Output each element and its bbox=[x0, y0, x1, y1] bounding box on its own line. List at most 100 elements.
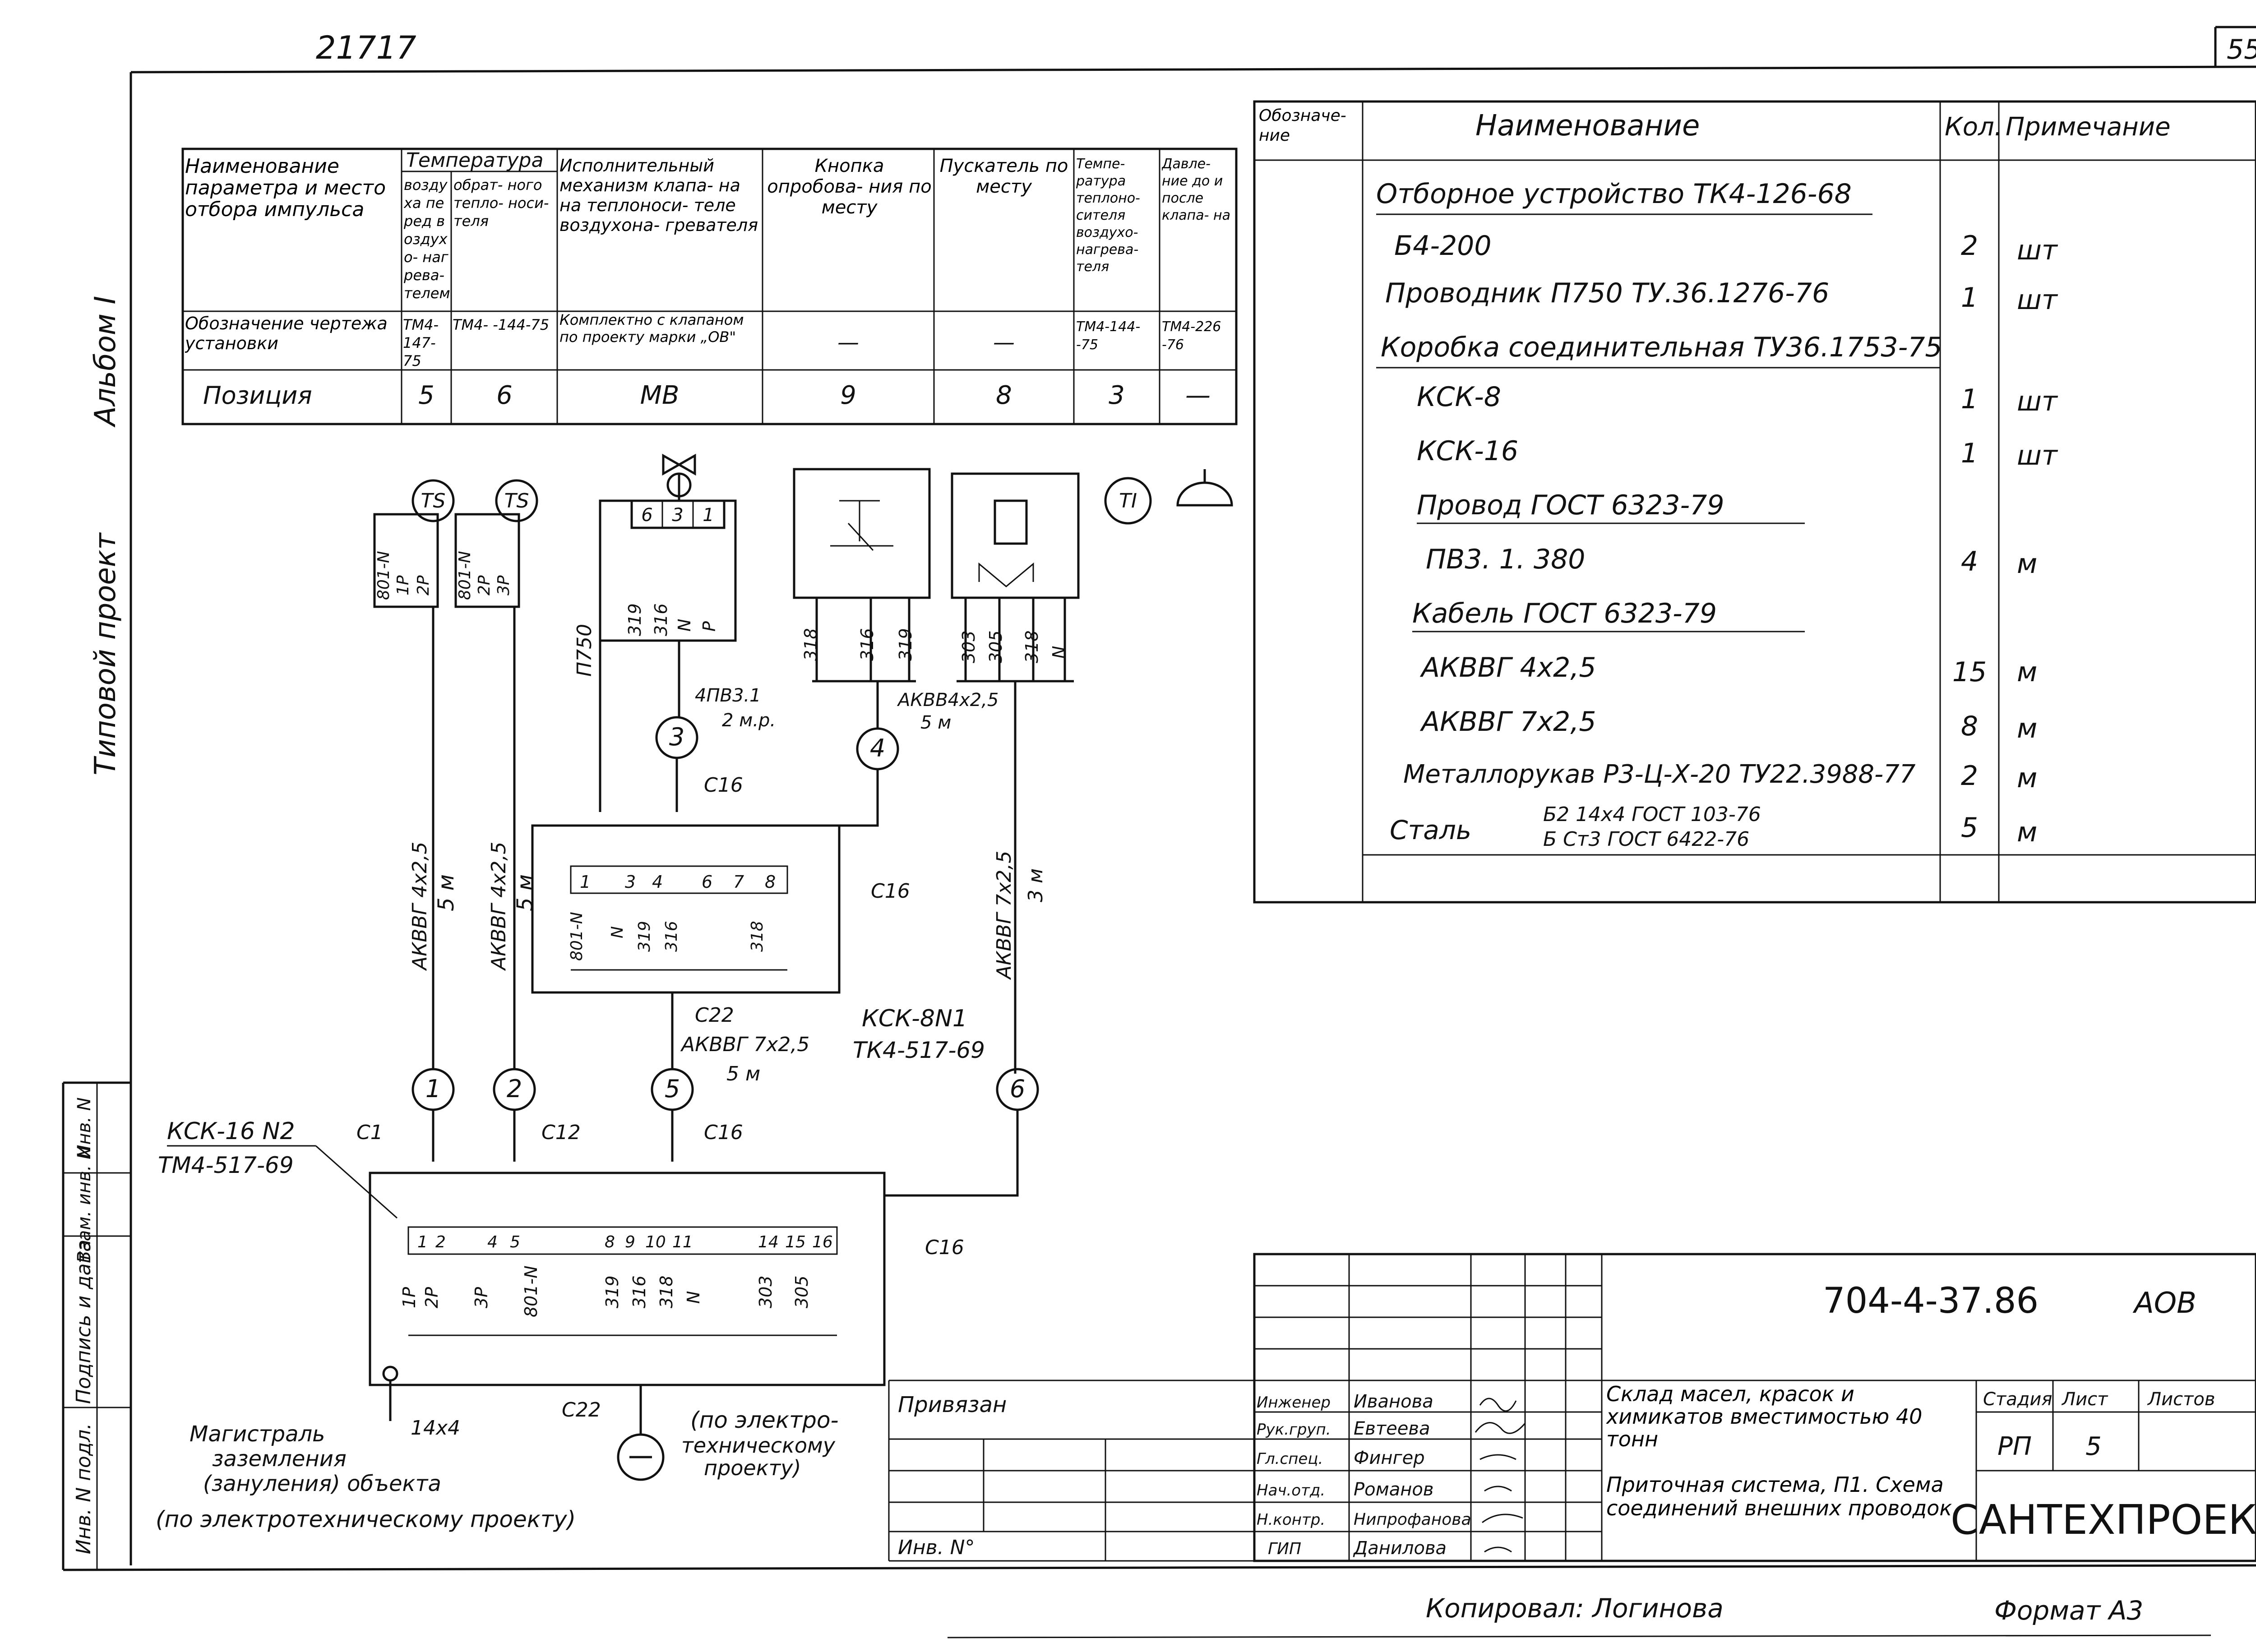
wire-label: N bbox=[608, 926, 627, 938]
terminal-label: 5 bbox=[510, 1233, 520, 1251]
spec-table bbox=[1253, 100, 2256, 904]
spec-row-qty: 1 bbox=[1961, 438, 1978, 469]
wire-label: 3Р bbox=[495, 575, 513, 595]
spec-row-name: ПВ3. 1. 380 bbox=[1426, 544, 1585, 575]
elec-project-3: проекту) bbox=[704, 1456, 801, 1480]
spec-header-name: Наименование bbox=[1475, 109, 1700, 143]
spec-header-designation: Обозначе- ние bbox=[1259, 106, 1346, 145]
cell-inv: Инв. N bbox=[74, 1098, 95, 1158]
wire-label: 3Р bbox=[472, 1287, 491, 1308]
sensor-1-terminal-box bbox=[373, 513, 439, 608]
wire-label: 318 bbox=[748, 921, 767, 952]
gland-c22-a: С22 bbox=[695, 1004, 734, 1027]
wire-label: 319 bbox=[602, 1275, 622, 1308]
side-label-album: Альбом I bbox=[89, 296, 122, 428]
wire-label: 801-N bbox=[521, 1265, 541, 1317]
ksk16-terminals: 1 2 4 5 8 9 10 11 14 15 16 bbox=[417, 1233, 833, 1251]
spec-row-name: АКВВГ 7х2,5 bbox=[1419, 706, 1596, 738]
cable-1-length: 5 м bbox=[434, 874, 459, 911]
cable-2-length: 5 м bbox=[513, 874, 538, 911]
signer-name: Евтеева bbox=[1354, 1418, 1430, 1439]
terminal-label: 4 bbox=[487, 1233, 498, 1251]
cable-5-label: АКВВГ 7х2,5 bbox=[680, 1033, 809, 1056]
signer-name: Романов bbox=[1354, 1479, 1433, 1500]
wire-label: 303 bbox=[756, 1275, 776, 1308]
sensor-label-ts2: TS bbox=[504, 489, 529, 512]
role-label: Рук.груп. bbox=[1257, 1421, 1331, 1439]
cell-drawing-4: — bbox=[837, 330, 859, 355]
spec-row-name: Б4-200 bbox=[1394, 230, 1492, 262]
terminal-label: 15 bbox=[785, 1233, 806, 1251]
terminal-label: 3 bbox=[625, 872, 636, 892]
terminal-label: 3 bbox=[672, 505, 683, 526]
wire-label: 305 bbox=[986, 630, 1006, 663]
spec-row-name: КСК-8 bbox=[1417, 381, 1501, 413]
wire-4pv-length: 2 м.р. bbox=[722, 710, 776, 731]
header-temperature: Температура bbox=[406, 149, 543, 172]
spec-row-qty: 4 bbox=[1961, 546, 1978, 577]
wire-4pv: 4ПВ3.1 bbox=[695, 685, 761, 706]
ksk16-terminal-strip bbox=[407, 1226, 838, 1255]
cell-drawing-2: ТМ4- -144-75 bbox=[453, 316, 550, 333]
circle-2: 2 bbox=[507, 1075, 522, 1103]
wire-label: 1Р bbox=[399, 1287, 419, 1308]
spec-row-note: м bbox=[2017, 548, 2037, 580]
terminal-label: 4 bbox=[652, 872, 663, 892]
circle-1: 1 bbox=[425, 1075, 441, 1103]
ksk8-label: КСК-8N1 bbox=[862, 1005, 967, 1032]
spec-row-name: Провод ГОСТ 6323-79 bbox=[1417, 489, 1724, 521]
spec-row-note: шт bbox=[2017, 235, 2058, 266]
row-label-position: Позиция bbox=[203, 381, 312, 410]
wire-label: 319 bbox=[635, 921, 654, 952]
wire-label: 316 bbox=[662, 921, 681, 952]
cable-ak4: АКВВ4х2,5 bbox=[897, 690, 999, 711]
spec-header-qty: Кол. bbox=[1945, 112, 2002, 142]
spec-row-name-2: Б2 14х4 ГОСТ 103-76 bbox=[1543, 803, 1761, 826]
header-temp-air: воздуха перед воздухо- нагрева- телем bbox=[404, 176, 450, 302]
spec-row-note: м bbox=[2017, 713, 2037, 744]
spec-row-name: Отборное устройство ТК4-126-68 bbox=[1376, 178, 1852, 210]
terminal-label: 9 bbox=[625, 1233, 635, 1251]
side-label-project: Типовой проект bbox=[89, 532, 122, 775]
spec-row-name: Металлорукав Р3-Ц-Х-20 ТУ22.3988-77 bbox=[1403, 760, 1916, 789]
sheet-label: Лист bbox=[2061, 1389, 2108, 1410]
cell-position-6: 3 bbox=[1109, 381, 1125, 410]
gland-c12: С12 bbox=[541, 1121, 581, 1144]
wire-label: 319 bbox=[625, 603, 645, 636]
cell-position-7: — bbox=[1185, 381, 1211, 410]
frame bbox=[62, 26, 2256, 1638]
schematic: TS TS 801-N 1Р 2Р 801-N 2Р 3Р АКВВГ 4х2,… bbox=[156, 453, 1233, 1532]
header-actuator: Исполнительный механизм клапа- на на теп… bbox=[559, 156, 758, 235]
terminal-label: 7 bbox=[733, 872, 744, 892]
organization-name: САНТЕХПРОЕКТ bbox=[1951, 1496, 2256, 1544]
wire-label: 1Р bbox=[394, 575, 412, 595]
gland-c1: С1 bbox=[356, 1121, 383, 1144]
circle-5: 5 bbox=[665, 1075, 680, 1103]
signer-name: Иванова bbox=[1354, 1391, 1433, 1412]
wire-label: N bbox=[684, 1291, 703, 1304]
wire-label: 801-N bbox=[456, 551, 474, 600]
doc-mark: АОВ bbox=[2132, 1287, 2196, 1320]
cell-inv-podl: Инв. N подл. bbox=[72, 1423, 95, 1555]
wire-label: 303 bbox=[959, 630, 979, 663]
sensor-label-ts1: TS bbox=[421, 489, 446, 512]
title-block bbox=[888, 1253, 2256, 1562]
spec-row-qty: 1 bbox=[1961, 383, 1978, 415]
signatures: Инженер Иванова Рук.груп. Евтеева Гл.спе… bbox=[1257, 1391, 1526, 1559]
temperature-sensor-1 bbox=[411, 479, 455, 522]
wire-label: 2Р bbox=[414, 575, 433, 595]
terminal-label: 14 bbox=[758, 1233, 779, 1251]
ksk16-doc: ТМ4-517-69 bbox=[158, 1152, 294, 1178]
wire-label: 801-N bbox=[374, 551, 393, 600]
spec-row-qty: 8 bbox=[1961, 711, 1978, 742]
cable-1-label: АКВВГ 4х2,5 bbox=[408, 842, 431, 971]
terminal-label: 8 bbox=[765, 872, 776, 892]
spec-row-name: Коробка соединительная ТУ36.1753-75 bbox=[1381, 332, 1942, 363]
wire-label: 318 bbox=[1022, 630, 1042, 663]
signer-name: Данилова bbox=[1353, 1538, 1447, 1559]
role-label: Гл.спец. bbox=[1257, 1450, 1323, 1468]
cable-5-length: 5 м bbox=[726, 1062, 760, 1085]
wire-label: 319 bbox=[896, 628, 915, 661]
spec-row-note: м bbox=[2017, 656, 2037, 688]
